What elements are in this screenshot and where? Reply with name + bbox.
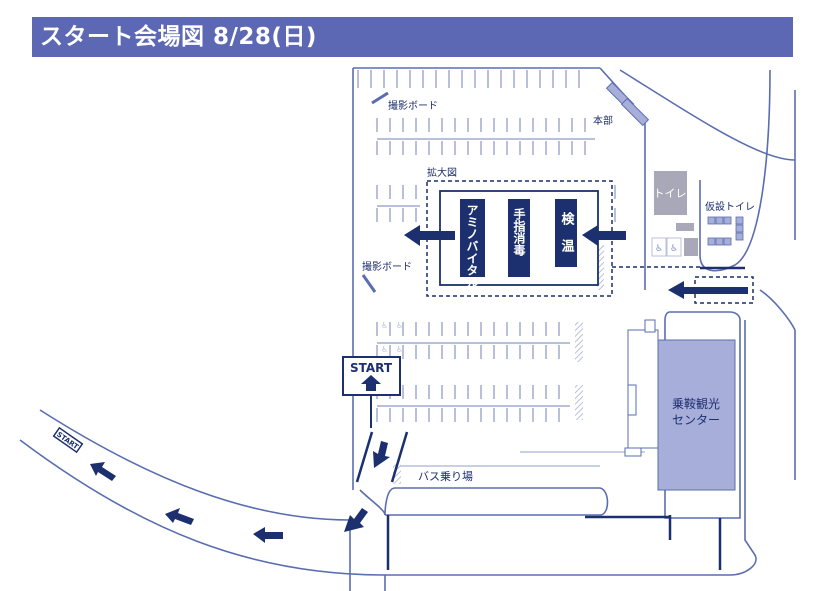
title-bar xyxy=(32,17,793,57)
photo-board-label-top: 撮影ボード xyxy=(388,99,438,112)
toilet-building xyxy=(654,171,687,215)
headquarters-tents xyxy=(605,81,650,127)
accessible-toilet: ♿ ♿ xyxy=(651,223,698,257)
wheelchair-icon: ♿ xyxy=(655,244,663,254)
toilet-label: トイレ xyxy=(654,187,687,200)
wheelchair-icon: ♿ xyxy=(396,321,403,330)
arrow-down-icon xyxy=(373,441,390,468)
station-temperature: 検温 xyxy=(555,199,577,267)
arrow-up-icon xyxy=(361,375,381,391)
photo-board-label-mid: 撮影ボード xyxy=(362,260,412,273)
wheelchair-icon: ♿ xyxy=(396,345,403,354)
road-edges-dark xyxy=(386,266,745,570)
arrow-left-icon xyxy=(668,281,748,299)
start-sign-label: START xyxy=(350,361,393,375)
start-road-lines xyxy=(355,431,409,483)
flow-arrows xyxy=(90,225,748,543)
road-outlines xyxy=(19,67,796,591)
wheelchair-icon: ♿ xyxy=(670,244,678,254)
arrow-down-icon xyxy=(344,508,368,532)
station-hand-sanitizer: 手指消毒 xyxy=(508,199,530,277)
temp-toilets xyxy=(707,216,744,246)
bus-stop-label: バス乗り場 xyxy=(418,470,473,483)
center-label-line1: 乗鞍観光 xyxy=(672,396,720,411)
arrow-left-icon xyxy=(165,508,194,525)
arrow-left-icon xyxy=(90,462,116,481)
hand-sanitizer-label: 手指消毒 xyxy=(512,207,526,257)
accessible-parking-marks: ♿ ♿ ♿ ♿ xyxy=(381,321,403,354)
hatched-zones xyxy=(393,245,604,484)
arrow-left-icon xyxy=(253,527,283,543)
temperature-label: 検温 xyxy=(559,211,575,266)
photo-boards xyxy=(361,91,389,293)
arrow-left-icon xyxy=(582,225,626,246)
station-amino-vital: アミノバイタル xyxy=(460,199,485,288)
center-label-line2: センター xyxy=(672,413,720,427)
tourism-center xyxy=(624,319,736,491)
wheelchair-icon: ♿ xyxy=(381,321,388,330)
honbu-label: 本部 xyxy=(593,114,613,127)
kasetsu-toilet-label: 仮設トイレ xyxy=(705,200,755,213)
arrow-left-icon xyxy=(404,225,455,246)
page-title: スタート会場図 8/28(日) xyxy=(40,24,317,50)
amino-vital-label: アミノバイタル xyxy=(465,204,479,288)
kakudaizu-label: 拡大図 xyxy=(427,166,457,179)
wheelchair-icon: ♿ xyxy=(381,345,388,354)
start-sign: START xyxy=(342,356,401,428)
start-road-banner: START xyxy=(52,426,84,454)
bus-area-lines xyxy=(400,451,645,467)
